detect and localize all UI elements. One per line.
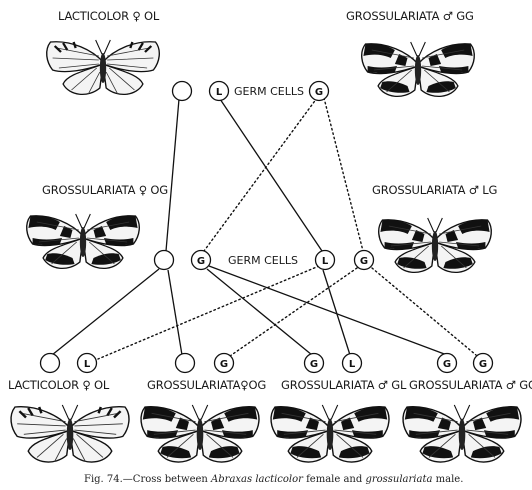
gamete-letter: L (216, 87, 223, 98)
line-mid-G-to-bot-G5 (209, 266, 447, 355)
gamete-circle (176, 354, 195, 373)
line-mid-G-to-bot-G3 (207, 269, 312, 355)
caption-grossulariata: grossulariata (365, 474, 432, 485)
top-right-label: GROSSULARIATA ♂ GG (346, 9, 474, 23)
gamete-row-3: L G G L G G (41, 354, 493, 373)
gamete-letter: G (360, 256, 368, 267)
gamete-letter: G (197, 256, 205, 267)
line-mid-o-to-bot-o2 (168, 270, 182, 355)
bottom-label-2: GROSSULARIATA♀OG (147, 378, 266, 392)
line-mid-L-to-bot-L4 (323, 270, 350, 355)
gamete-letter: G (443, 359, 451, 370)
moth-grossulariata-male-gl-bottom (271, 405, 389, 462)
gamete-letter: L (349, 359, 356, 370)
gamete-letter: L (322, 256, 329, 267)
germ-cells-label: GERM CELLS (234, 85, 304, 98)
line-G-to-G-mid-left (204, 98, 317, 251)
bottom-label-4: GROSSULARIATA ♂ GG (409, 378, 532, 392)
line-o-to-g-mid (166, 99, 179, 251)
middle-right-label: GROSSULARIATA ♂ LG (372, 183, 497, 197)
moth-lacticolor-female-top (47, 40, 160, 94)
moth-grossulariata-female-bottom (141, 405, 259, 462)
moth-grossulariata-male-top (362, 42, 475, 96)
gamete-circle (155, 251, 174, 270)
moth-grossulariata-female-mid (27, 214, 140, 268)
gamete-letter: G (315, 87, 323, 98)
moth-grossulariata-male-gg-bottom (403, 405, 521, 462)
gamete-letter: G (479, 359, 487, 370)
gamete-letter: L (84, 359, 91, 370)
moth-grossulariata-male-mid (379, 218, 492, 272)
line-mid-o-to-bot-o1 (52, 269, 159, 355)
germ-cells-label: GERM CELLS (228, 254, 298, 267)
bottom-label-1: LACTICOLOR ♀ OL (8, 378, 110, 392)
line-mid-G-to-bot-G6 (372, 268, 476, 355)
caption-suffix: male. (432, 474, 463, 485)
gamete-circle (41, 354, 60, 373)
gamete-row-1: L GERM CELLS G (173, 82, 329, 101)
gamete-circle (173, 82, 192, 101)
caption-species: Abraxas lacticolor (210, 474, 304, 485)
top-left-label: LACTICOLOR ♀ OL (58, 9, 160, 23)
line-mid-L-to-bot-L1 (98, 266, 319, 359)
moth-lacticolor-female-bottom (11, 405, 129, 462)
line-L-to-L-mid (220, 99, 322, 251)
caption-middle: female and (303, 474, 366, 485)
bottom-label-3: GROSSULARIATA ♂ GL (281, 378, 407, 392)
line-G-to-G-mid-right (324, 98, 363, 251)
figure-caption: Fig. 74.—Cross between Abraxas lacticolo… (84, 474, 463, 485)
gamete-row-2: G GERM CELLS L G (155, 251, 374, 270)
gamete-letter: G (310, 359, 318, 370)
caption-prefix: Fig. 74.—Cross between (84, 474, 211, 485)
middle-left-label: GROSSULARIATA ♀ OG (42, 183, 168, 197)
gamete-letter: G (220, 359, 228, 370)
